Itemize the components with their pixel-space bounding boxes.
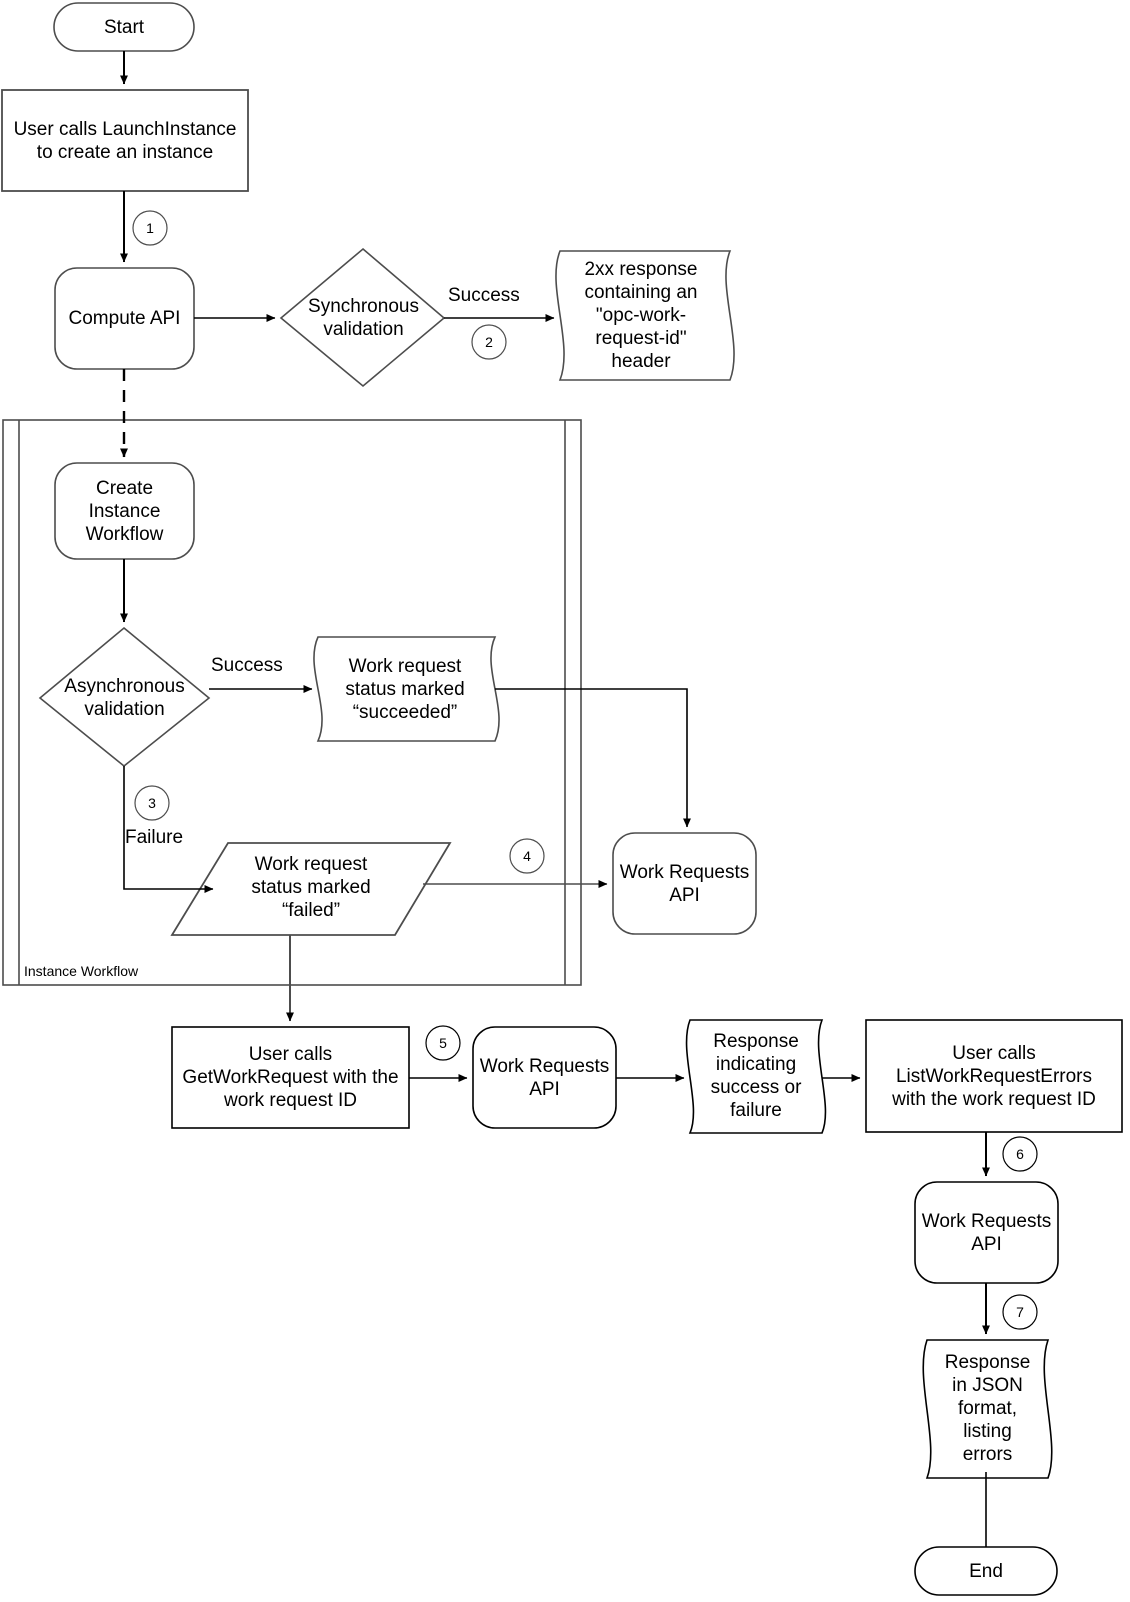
step-badge-6-circle [1002, 1136, 1038, 1172]
node-async-validation-shape [38, 626, 211, 768]
step-badge-4-circle [509, 838, 545, 874]
step-badge-3-label: 3 [148, 795, 156, 811]
step-badge-7-label: 7 [1016, 1304, 1024, 1320]
node-wr-succeeded-shape [313, 636, 500, 742]
edge-label-async-failure: Failure [125, 827, 184, 848]
step-badge-7-circle [1002, 1294, 1038, 1330]
node-response-json-shape [922, 1339, 1053, 1479]
step-badge-2-label: 2 [485, 334, 493, 350]
node-2xx-response-shape [555, 250, 735, 381]
step-badge-5-label: 5 [439, 1035, 447, 1051]
step-badge-3-circle [134, 785, 170, 821]
step-badge-4-label: 4 [523, 848, 531, 864]
node-response-success-failure-shape [685, 1019, 827, 1134]
step-badge-1-circle [132, 210, 168, 246]
node-get-work-request-shape [171, 1026, 410, 1129]
step-badge-1-label: 1 [146, 220, 154, 236]
node-work-requests-api-2-shape [472, 1026, 617, 1129]
step-badge-2-circle [471, 324, 507, 360]
node-create-instance-workflow-shape [54, 462, 195, 560]
node-list-work-request-errors-shape [865, 1019, 1123, 1133]
node-work-requests-api-1-shape [612, 832, 757, 935]
edge-label-async-success: Success [211, 655, 283, 676]
instance-workflow-container [2, 419, 582, 986]
node-compute-api-shape [54, 267, 195, 370]
node-sync-validation-shape [279, 247, 446, 388]
step-badge-5-circle [425, 1025, 461, 1061]
node-launch-instance-shape [1, 89, 249, 192]
edge-label-sync-success: Success [448, 285, 520, 306]
node-end-shape [914, 1546, 1058, 1596]
edge-async-failure-to-failed [123, 766, 214, 893]
node-work-requests-api-3-shape [914, 1181, 1059, 1284]
edge-succeeded-to-wr-api-1 [495, 688, 691, 828]
node-start-shape [53, 2, 195, 52]
step-badge-6-label: 6 [1016, 1146, 1024, 1162]
instance-workflow-container-label: Instance Workflow [24, 963, 139, 979]
node-wr-failed-shape [170, 842, 452, 936]
